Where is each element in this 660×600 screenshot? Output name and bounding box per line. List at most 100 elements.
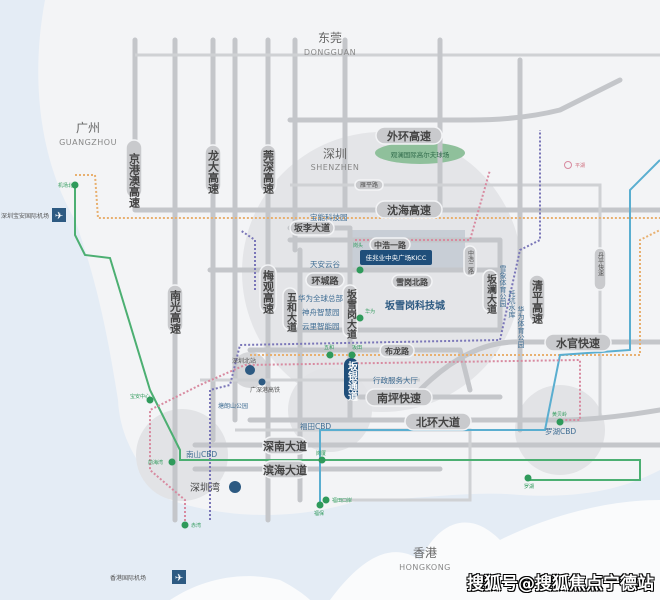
poi-huawei-hq: 华为全球总部 [298, 293, 343, 303]
svg-text:京港澳高速: 京港澳高速 [128, 152, 141, 209]
metro-orange-line-2 [250, 229, 660, 356]
shenzhenwan-icon [229, 481, 241, 493]
svg-text:深南大道: 深南大道 [263, 439, 307, 453]
svg-text:雪岗北路: 雪岗北路 [396, 277, 429, 287]
svg-text:五和大道: 五和大道 [285, 292, 298, 333]
svg-text:南光高速: 南光高速 [169, 289, 183, 335]
svg-text:滨海大道: 滨海大道 [263, 463, 307, 477]
highway-labels: 京港澳高速 龙大高速 莞深高速 梅观高速 南光高速 清平高速 坂澜大道 坂雪岗大… [125, 126, 612, 479]
svg-text:龙大高速: 龙大高速 [207, 149, 221, 195]
station-chiwan: 赤湾 [181, 521, 201, 529]
station-huangbeiling: 黄贝岭 [552, 411, 567, 426]
techcity-label: 坂雪岗科技城 [385, 299, 445, 312]
station-pinghu: 平湖 [564, 161, 585, 169]
kicc-label: 佳兆业中央广场KICC [366, 253, 427, 262]
svg-text:坂田: 坂田 [352, 344, 362, 351]
hongkong-island [170, 576, 310, 600]
metro-stations: 前海湾 宝安中心 赤湾 福田口岸 福保 岗厦 罗湖 黄贝岭 五和 坂田 华为 岗… [58, 161, 585, 529]
poi-tianan: 天安云谷 [310, 259, 340, 269]
station-gangtou: 岗头 [353, 242, 364, 274]
svg-text:清平高速: 清平高速 [531, 279, 544, 325]
svg-text:华为: 华为 [365, 308, 375, 315]
station-qianhaiwan: 前海湾 [148, 458, 176, 466]
metro-orange-line [75, 174, 660, 219]
svg-text:布龙路: 布龙路 [384, 346, 410, 356]
poi-huawei-park: 华为体育公园 [517, 305, 525, 349]
poi-baoneng: 宝能科技园 [310, 212, 348, 222]
svg-text:罗湖: 罗湖 [524, 483, 534, 490]
svg-text:黄贝岭: 黄贝岭 [552, 411, 567, 418]
svg-text:梅观高速: 梅观高速 [262, 269, 275, 315]
poi-hk-airport: 香港国际机场 [110, 574, 146, 582]
station-wuhe: 五和 [324, 344, 334, 359]
highway-shenhai: 沈海高速 [375, 200, 443, 219]
poi-nanshan-cbd: 南山CBD [186, 449, 217, 459]
hongkong-land [330, 500, 660, 600]
highway-shuiguan: 水官快速 [544, 333, 612, 352]
road-danping: 丹平快速 [593, 247, 607, 291]
road-yanping: 雁平路 [354, 179, 384, 191]
sz-north-icon [245, 365, 255, 375]
station-huawei: 华为 [356, 308, 375, 322]
city-guangzhou-en: GUANGZHOU [59, 138, 117, 147]
highway-meiguan: 梅观高速 [259, 264, 277, 315]
poi-sz-airport: 深圳宝安国际机场 [1, 212, 49, 220]
station-futian-port: 福田口岸 [322, 496, 352, 504]
svg-text:中浩一路: 中浩一路 [374, 240, 407, 250]
svg-text:水官快速: 水官快速 [556, 336, 600, 350]
svg-text:北环大道: 北环大道 [416, 415, 460, 429]
poi-tuokeng: 托坑水库 [508, 289, 516, 319]
station-gangxia: 岗厦 [316, 451, 326, 464]
svg-text:雁平路: 雁平路 [360, 181, 378, 189]
gsg-icon [258, 378, 266, 386]
svg-text:环城路: 环城路 [311, 275, 339, 287]
svg-text:坂银通道: 坂银通道 [346, 360, 358, 402]
poi-futian-cbd: 福田CBD [300, 422, 331, 431]
roads [132, 37, 660, 523]
svg-text:丹平快速: 丹平快速 [597, 252, 604, 277]
svg-text:莞深高速: 莞深高速 [262, 149, 276, 195]
hk-airport-icon [172, 570, 186, 584]
svg-text:五和: 五和 [324, 344, 334, 351]
sz-airport-icon [52, 208, 66, 222]
metro-green-line [74, 185, 641, 481]
sz-airport-plane-icon: ✈ [55, 211, 63, 222]
highway-shennan: 深南大道 [262, 436, 308, 455]
highway-banlan: 坂澜大道 [482, 269, 498, 315]
poi-xuexiang: 雪象体育公园 [499, 265, 507, 308]
highway-banyin: 坂银通道 [344, 358, 358, 402]
station-fubao: 福保 [314, 501, 324, 517]
road-huancheng: 环城路 [305, 272, 345, 288]
highway-beihuan: 北环大道 [404, 412, 472, 431]
svg-text:岗头: 岗头 [353, 242, 363, 249]
highway-waihuan: 外环高速 [375, 126, 443, 145]
city-hongkong-cn: 香港 [413, 546, 437, 560]
road-banli: 坂李大道 [289, 220, 335, 236]
svg-text:福田口岸: 福田口岸 [332, 497, 352, 504]
city-shenzhen-en: SHENZHEN [311, 163, 360, 172]
svg-text:宝安中心: 宝安中心 [130, 393, 150, 400]
poi-tanglang: 塘朗山公园 [218, 402, 248, 410]
road-zhonghao1: 中浩一路 [369, 237, 411, 252]
luohu-zone [515, 385, 605, 475]
highway-nanguang: 南光高速 [166, 284, 184, 335]
highway-binhai: 滨海大道 [262, 460, 308, 479]
city-hongkong-en: HONGKONG [399, 563, 451, 572]
station-baoan: 宝安中心 [130, 393, 154, 404]
station-luohu: 罗湖 [524, 474, 534, 490]
pois: 佳兆业中央广场KICC 坂雪岗科技城 宝能科技园 天安云谷 华为全球总部 神舟智… [1, 150, 576, 584]
svg-text:赤湾: 赤湾 [191, 522, 201, 529]
svg-text:南坪快速: 南坪快速 [377, 391, 421, 405]
poi-gsg: 广深港高铁 [250, 386, 280, 394]
highway-nanping: 南坪快速 [365, 388, 433, 407]
svg-text:中浩二路: 中浩二路 [467, 249, 474, 275]
road-zhonghao2: 中浩二路 [463, 245, 477, 277]
poi-admin: 行政服务大厅 [373, 375, 418, 385]
watermark: 搜狐号@搜狐焦点宁德站 [467, 574, 654, 594]
station-bantian: 坂田 [348, 344, 362, 359]
metro-purple-line [209, 130, 541, 520]
poi-yunli: 云里智能园 [302, 321, 340, 331]
hk-airport-plane-icon: ✈ [175, 573, 183, 584]
